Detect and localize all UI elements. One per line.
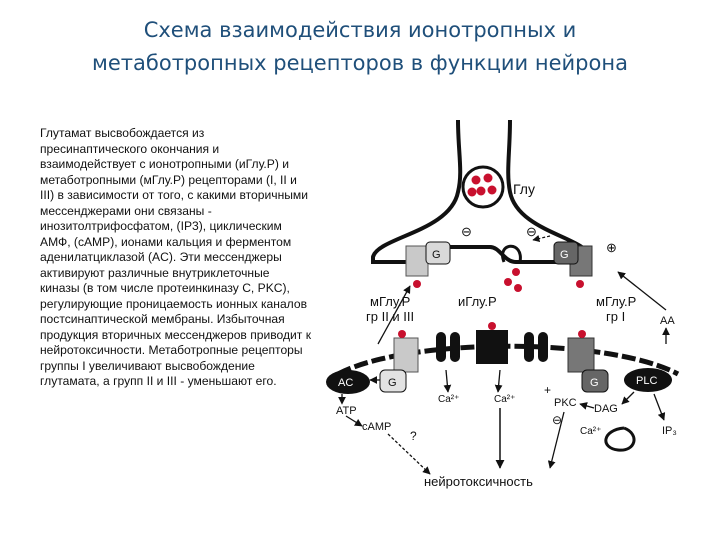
plus-post: + (544, 383, 551, 397)
iglur-label: иГлу.Р (458, 294, 497, 309)
presynaptic-receptor-left (405, 245, 429, 277)
ca-loop (604, 426, 636, 452)
glutamate-dot (512, 268, 520, 276)
ca-right-label: Ca²⁺ (580, 426, 601, 437)
neurotox-label: нейротоксичность (424, 474, 533, 489)
arrow-aa-to-pre (617, 271, 667, 311)
glutamate-dot (471, 175, 481, 185)
mglur-left-label-2: гр II и III (366, 309, 414, 324)
dag-label: DAG (594, 403, 618, 415)
arrow-camp-to-neurotox (387, 433, 431, 475)
mglur-left-label-1: мГлу.Р (370, 294, 410, 309)
glutamate-dot (413, 280, 421, 288)
glutamate-dot (467, 187, 477, 197)
arrow-ca-mid (494, 369, 503, 393)
aa-label: AA (660, 315, 675, 327)
arrow-pkc-to-neurotox (547, 411, 565, 469)
g-protein-left-pre (425, 241, 451, 265)
diagram-svg: Глу G G ⊖ ⊖ ⊕ мГлу.Р гр II и III иГлу.Р … (326, 119, 680, 489)
minus-pre-mid: ⊖ (526, 224, 537, 239)
ion-channel (538, 332, 548, 362)
postsynaptic-receptor-left (393, 337, 419, 373)
plc-label: PLC (636, 375, 657, 387)
minus-post: ⊖ (552, 413, 562, 427)
arrow-feedback (532, 235, 551, 243)
g-left-post-label: G (388, 377, 397, 389)
ion-channel (436, 332, 446, 362)
mglur-right-label-2: гр I (606, 309, 625, 324)
arrow-dag-to-pkc (579, 402, 595, 410)
glu-label: Глу (513, 181, 535, 197)
ion-channel (450, 332, 460, 362)
vesicle (461, 165, 505, 209)
receptor-diagram: Глу G G ⊖ ⊖ ⊕ мГлу.Р гр II и III иГлу.Р … (318, 112, 698, 492)
glutamate-dot (398, 330, 406, 338)
ac-enzyme (326, 370, 370, 394)
plus-pre-right: ⊕ (606, 240, 617, 255)
arrow-atp-to-camp (345, 415, 363, 427)
g-right-post-label: G (590, 377, 599, 389)
title-line-1: Схема взаимодействия ионотропных и (143, 18, 577, 42)
glutamate-dot (514, 284, 522, 292)
atp-label: ATP (336, 405, 357, 417)
fusing-vesicle (501, 244, 522, 263)
g-protein-right-pre (553, 241, 579, 265)
arrow-g-left-up (377, 285, 411, 345)
glutamate-dot (488, 322, 496, 330)
g-right-pre-label: G (560, 249, 569, 261)
glutamate-dot (487, 185, 497, 195)
plc-enzyme (624, 368, 672, 392)
ip3-label: IP₃ (662, 425, 677, 437)
ca-mid-label: Ca²⁺ (494, 394, 515, 405)
title-line-2: метаботропных рецепторов в функции нейро… (92, 51, 628, 75)
mglur-right-label-1: мГлу.Р (596, 294, 636, 309)
ion-channel (524, 332, 534, 362)
minus-pre-left: ⊖ (461, 224, 472, 239)
glutamate-dot (476, 186, 486, 196)
g-protein-right-post (581, 369, 609, 393)
arrow-ca-left (443, 369, 452, 393)
camp-label: cAMP (362, 421, 391, 433)
glutamate-dot (504, 278, 512, 286)
g-left-pre-label: G (432, 249, 441, 261)
description-text: Глутамат высвобождается из пресинаптичес… (40, 126, 311, 388)
arrow-plc-to-dag (621, 391, 635, 405)
pkc-label: PKC (554, 397, 577, 409)
presynaptic-membrane (371, 119, 592, 264)
page-title: Схема взаимодействия ионотропных и метаб… (0, 14, 720, 80)
arrow-plc-to-ip3 (653, 393, 666, 421)
question-label: ? (410, 429, 417, 443)
ac-label: AC (338, 377, 353, 389)
glutamate-dot (576, 280, 584, 288)
g-protein-left-post (379, 369, 407, 393)
ca-left-label: Ca²⁺ (438, 394, 459, 405)
glutamate-dot (483, 173, 493, 183)
glutamate-dot (578, 330, 586, 338)
ionotropic-receptor (476, 330, 508, 364)
postsynaptic-receptor-right (567, 337, 595, 373)
